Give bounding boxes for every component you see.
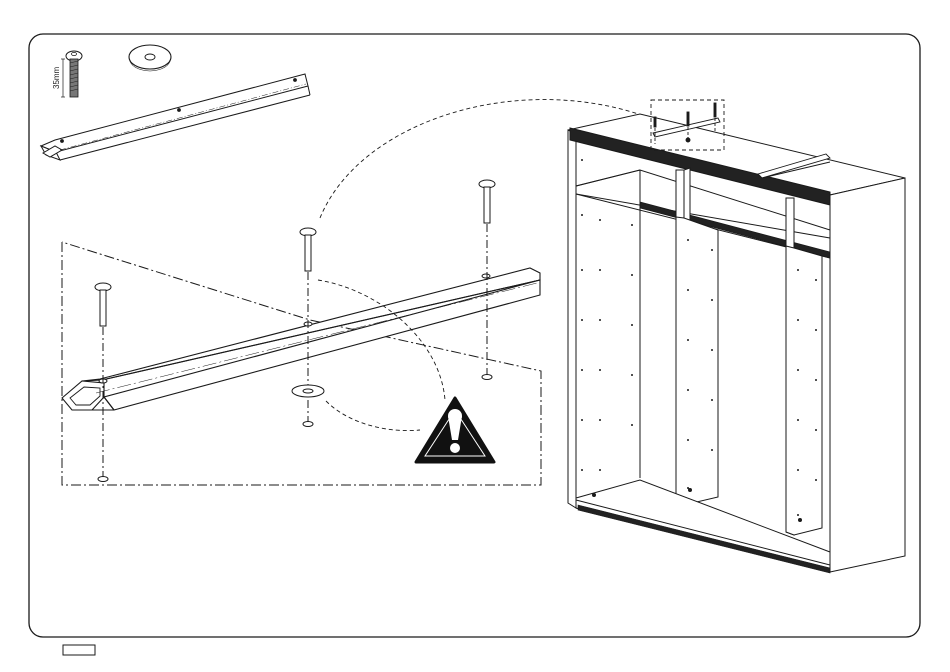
washer-part-icon [129, 45, 171, 71]
bottom-hole-middle [303, 422, 313, 427]
crossbar-part-icon [41, 74, 310, 160]
bottom-hole-left [98, 477, 108, 482]
callout-arc-warning-bottom [326, 401, 420, 431]
screw-length-label: 35mm [52, 66, 61, 89]
screw-middle [300, 228, 316, 271]
bar-hole-3 [482, 274, 490, 278]
wardrobe-carcass [568, 114, 905, 573]
bottom-hole-right [482, 375, 492, 380]
page-number-box [63, 645, 95, 655]
screw-right [479, 180, 495, 223]
warning-icon [416, 398, 494, 462]
screw-left [95, 283, 111, 326]
screw-part-icon [61, 51, 82, 97]
washer-detail [292, 385, 324, 397]
